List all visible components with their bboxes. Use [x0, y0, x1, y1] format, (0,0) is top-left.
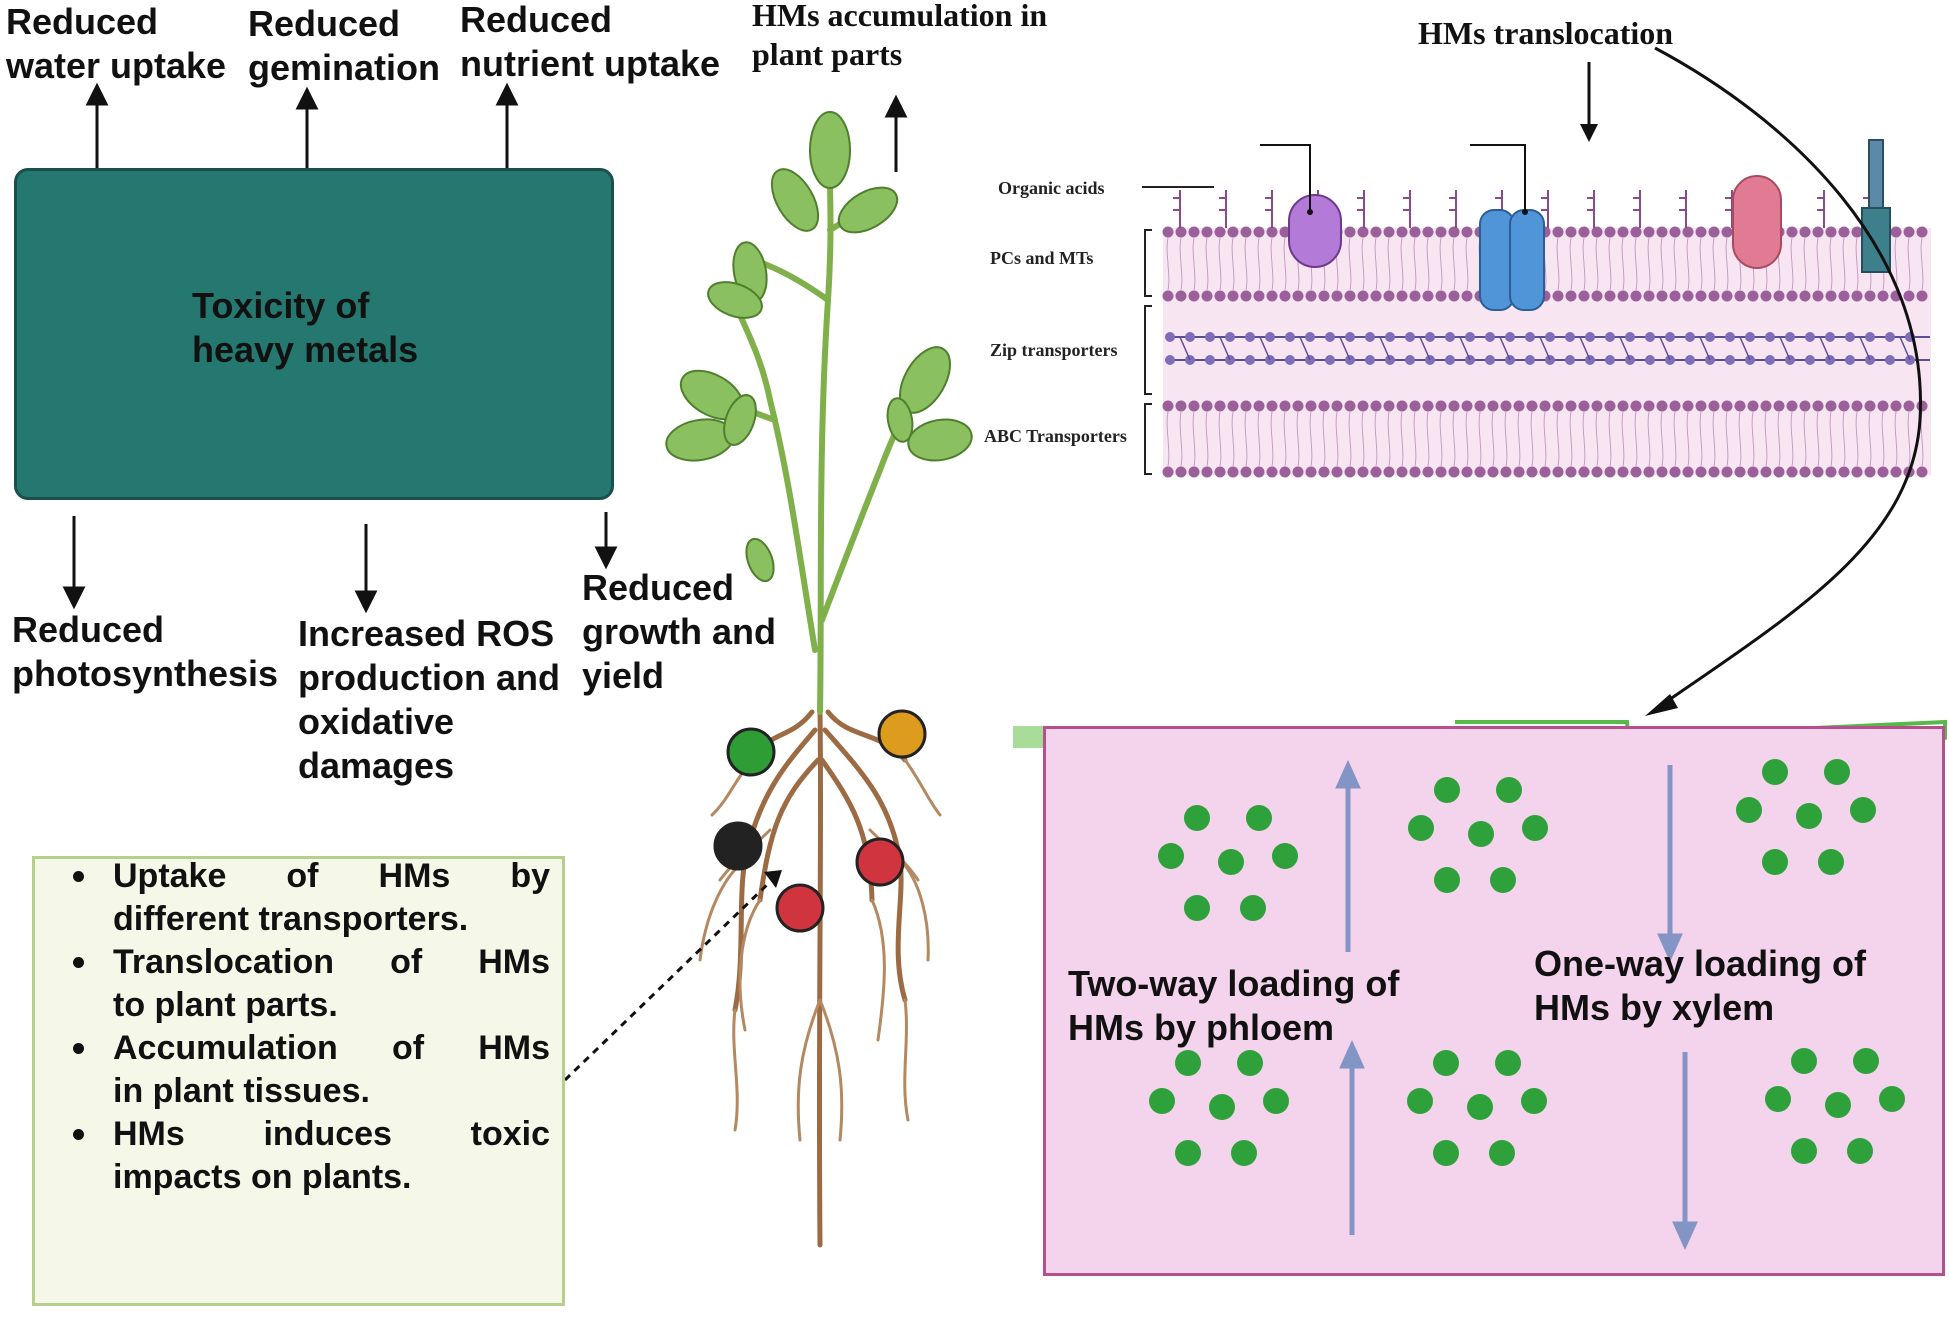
toxicity-box [14, 168, 614, 500]
label-hms-translocation: HMs translocation [1418, 15, 1674, 51]
metal-ion-icon [713, 709, 927, 933]
plant-icon [665, 111, 973, 1248]
arrow-up-icon [85, 82, 908, 172]
transport-arrows [1335, 759, 1698, 1251]
arrow-down-icon [62, 512, 618, 614]
membrane-illustration [1142, 139, 1931, 478]
label-abc-transporters: ABC Transporters [984, 426, 1127, 446]
metal-ion-dots [1149, 759, 1905, 1166]
label-pcs-mts: PCs and MTs [990, 248, 1094, 268]
label-zip-transporters: Zip transporters [990, 340, 1118, 360]
label-organic-acids: Organic acids [998, 178, 1105, 198]
